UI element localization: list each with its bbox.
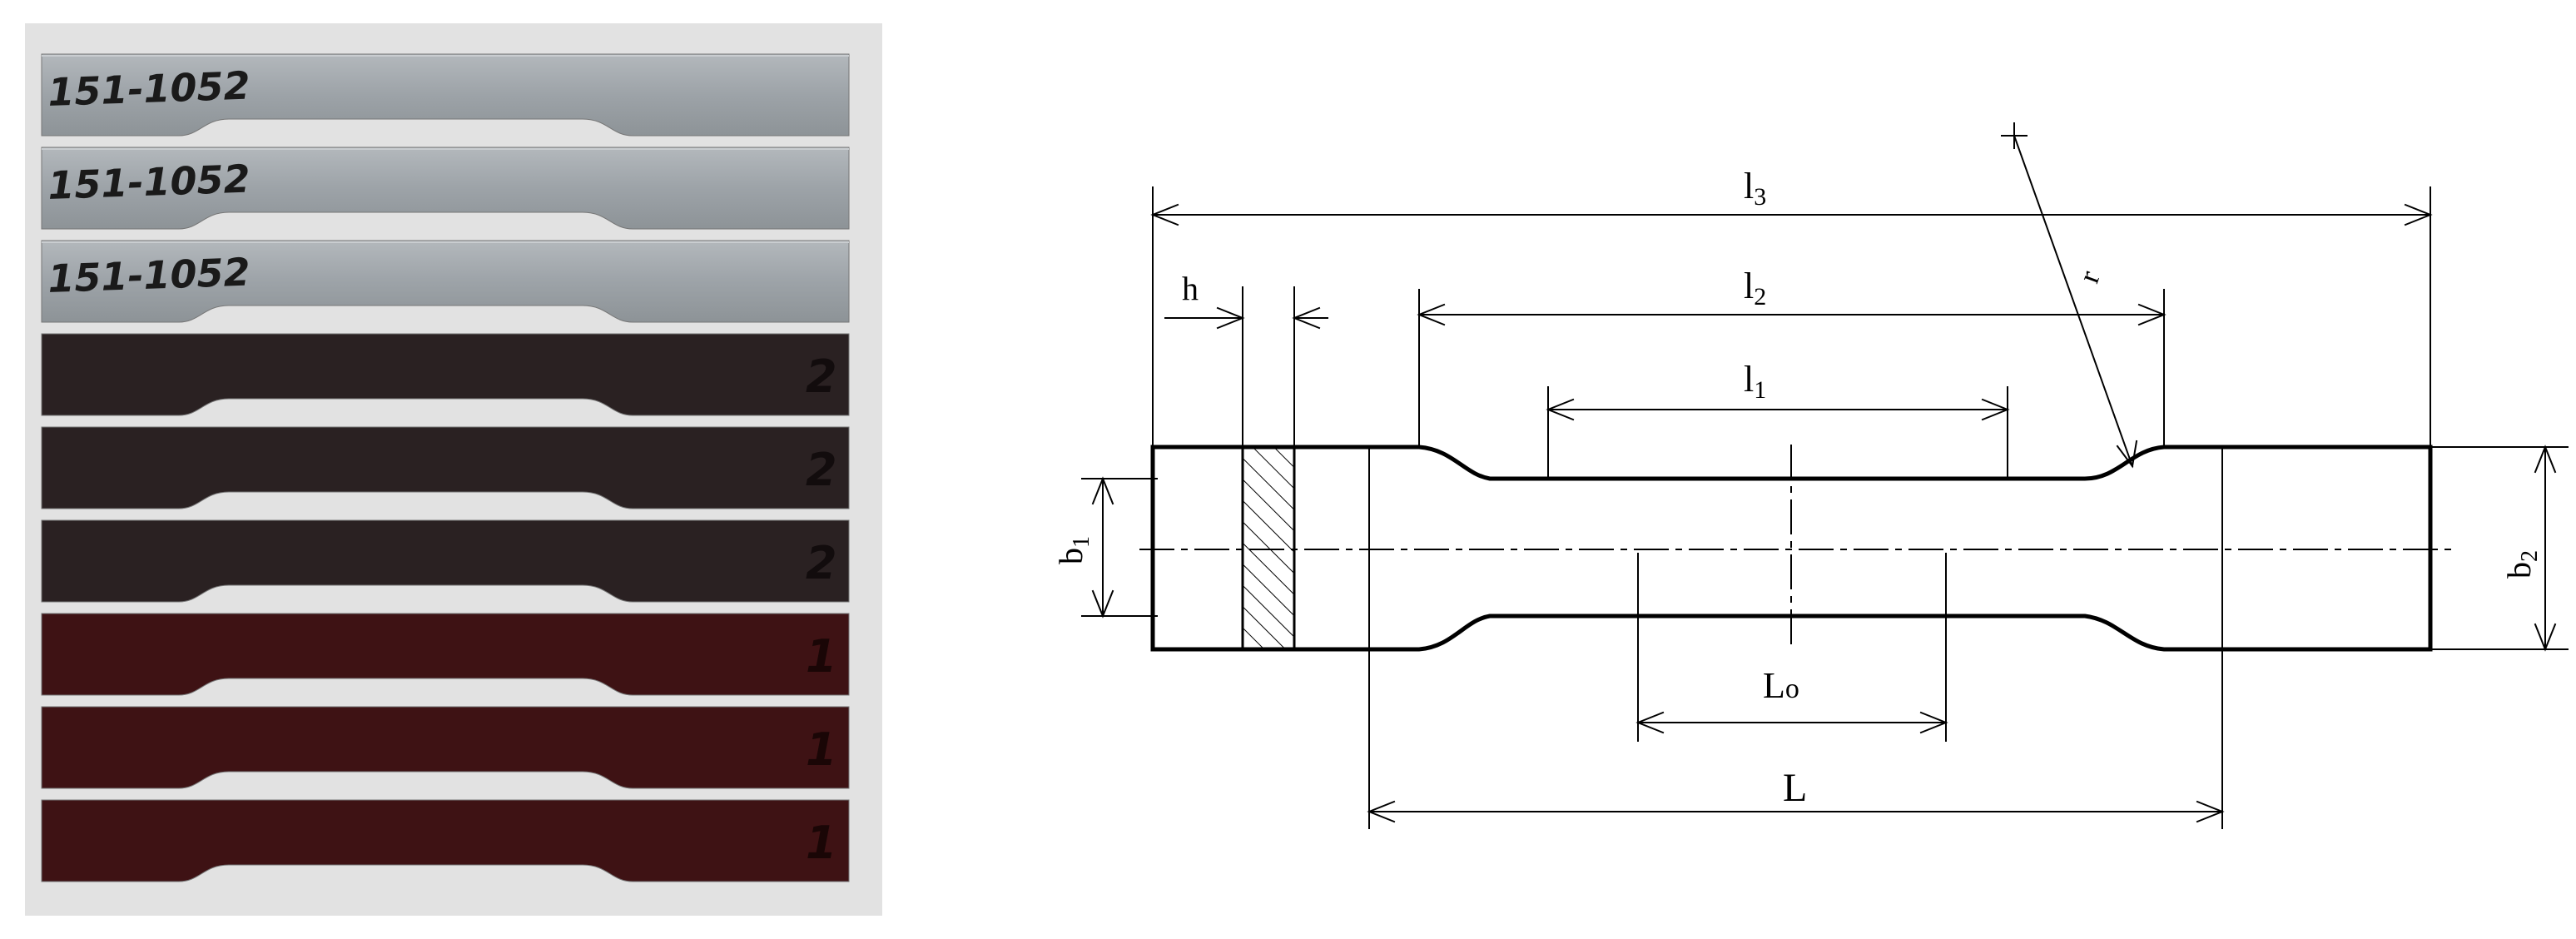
label-r: r xyxy=(2072,266,2107,287)
specimen-strip xyxy=(41,426,850,509)
specimen-marking: 151-1052 xyxy=(47,63,251,115)
specimen-drawing xyxy=(1081,122,2569,829)
specimen-strip xyxy=(41,613,850,696)
specimen-strip xyxy=(41,53,850,137)
label-l1: l1 xyxy=(1744,359,1766,404)
specimen-strip xyxy=(41,333,850,416)
specimen-strip xyxy=(41,147,850,230)
specimen-marking: 151-1052 xyxy=(47,156,251,208)
dim-b2 xyxy=(2534,445,2557,652)
hatched-section xyxy=(1241,445,1296,651)
label-b1: b1 xyxy=(1052,536,1094,564)
specimen-strip xyxy=(41,240,850,323)
specimen-marking: 2 xyxy=(806,537,837,589)
label-L0: Lo xyxy=(1763,665,1799,706)
label-b2: b2 xyxy=(2500,550,2543,579)
specimen-strips: 151-1052 151-1052 151-1052 2 2 2 1 1 1 xyxy=(41,53,850,882)
dimension-labels: l3 l2 l1 h r Lo L b1 b2 xyxy=(1052,166,2543,810)
specimen-marking: 1 xyxy=(806,630,837,683)
label-l2: l2 xyxy=(1744,266,1766,311)
dim-h xyxy=(1164,306,1328,330)
specimen-photo: 151-1052 151-1052 151-1052 2 2 2 1 1 1 xyxy=(25,23,882,916)
specimen-marking: 151-1052 xyxy=(47,250,251,301)
specimen-strip xyxy=(41,706,850,789)
specimen-marking: 2 xyxy=(806,350,837,403)
specimen-marking: 1 xyxy=(806,817,837,869)
dim-l2 xyxy=(1417,303,2167,326)
label-l3: l3 xyxy=(1744,166,1766,211)
dim-b1 xyxy=(1091,476,1114,619)
specimen-marking: 1 xyxy=(806,723,837,776)
dim-l3 xyxy=(1150,203,2433,226)
radius-leader xyxy=(2001,122,2138,469)
dim-l1 xyxy=(1546,398,2010,421)
label-L: L xyxy=(1783,766,1807,810)
dim-L xyxy=(1367,800,2225,823)
dim-L0 xyxy=(1635,711,1948,734)
specimen-marking: 2 xyxy=(806,444,837,496)
specimen-strip xyxy=(41,799,850,882)
label-h: h xyxy=(1182,270,1199,307)
specimen-strip xyxy=(41,519,850,603)
